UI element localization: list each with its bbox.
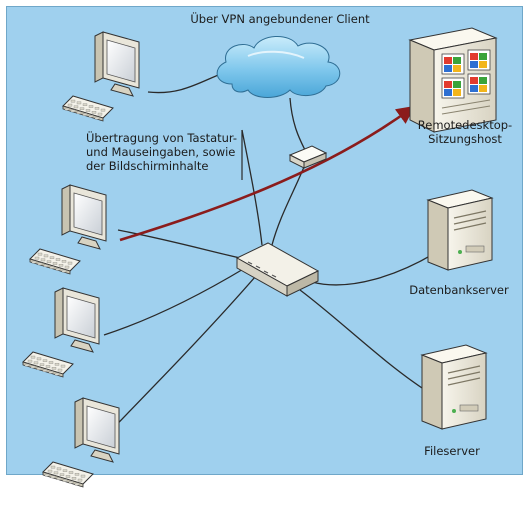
computer-icon	[42, 397, 120, 488]
computer-icon	[62, 31, 140, 122]
transmission-label: Übertragung von Tastatur- und Mauseingab…	[86, 131, 237, 173]
vpn-router-icon	[288, 145, 328, 169]
network-switch-icon	[235, 242, 320, 297]
rdsh-label-line2: Sitzungshost	[428, 132, 502, 146]
link-client2-switch	[117, 229, 241, 259]
rdsh-label-line1: Remotedesktop-	[417, 118, 513, 132]
transmission-label-line2: und Mauseingaben, sowie	[86, 145, 236, 159]
link-client3-switch	[103, 267, 246, 336]
server-icon	[426, 189, 494, 271]
session-arrow	[119, 105, 415, 242]
cloud-icon	[216, 36, 341, 98]
vpn-client-label: Über VPN angebundener Client	[190, 12, 370, 26]
link-client4-switch	[101, 276, 256, 441]
app-window-icon	[467, 49, 491, 71]
keyboard-icon	[62, 95, 114, 122]
db-server-label: Datenbankserver	[409, 283, 509, 297]
computer-icon	[29, 184, 107, 275]
app-window-icon	[441, 53, 465, 75]
app-window-icon	[441, 77, 465, 99]
server-icon	[408, 27, 498, 133]
link-router-switch	[271, 161, 307, 246]
keyboard-icon	[42, 461, 94, 488]
link-callout-switch	[241, 129, 263, 246]
link-cloud-router	[289, 97, 306, 151]
rdsh-label: Remotedesktop- Sitzungshost	[410, 118, 520, 146]
link-switch-fileserver	[299, 289, 426, 391]
keyboard-icon	[22, 351, 74, 378]
app-window-icon	[467, 73, 491, 95]
transmission-label-line3: der Bildschirminhalte	[86, 159, 209, 173]
link-switch-dbserver	[311, 249, 441, 286]
transmission-label-line1: Übertragung von Tastatur-	[86, 131, 238, 145]
server-icon	[420, 344, 488, 430]
keyboard-icon	[29, 248, 81, 275]
file-server-label: Fileserver	[424, 444, 480, 458]
computer-icon	[22, 287, 100, 378]
